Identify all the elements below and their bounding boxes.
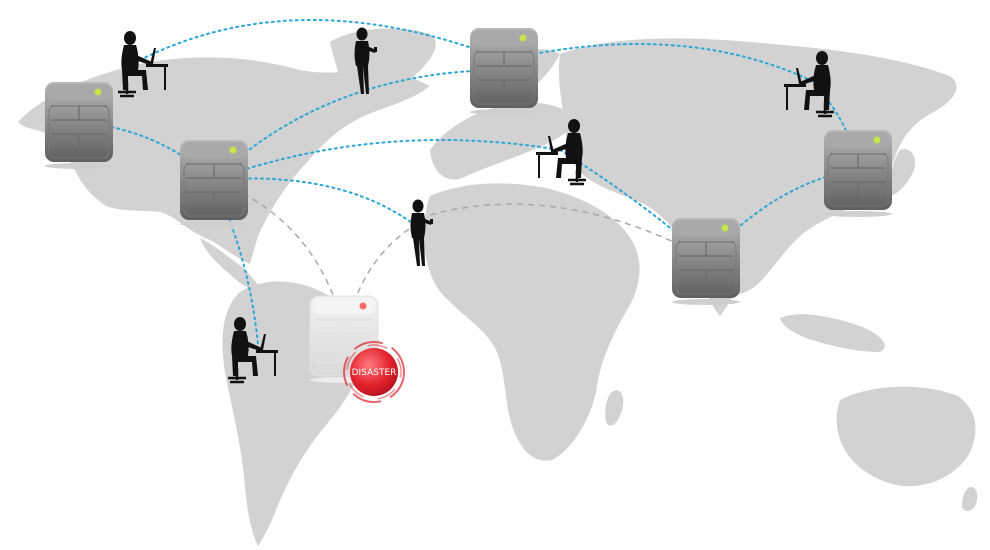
server-north-america-east[interactable] <box>179 139 249 228</box>
failed-status-led <box>359 302 367 310</box>
server-north-america-west[interactable] <box>44 81 114 170</box>
link-na-east-to-na-west <box>79 121 214 181</box>
new-zealand-landmass <box>962 486 978 512</box>
server-north-atlantic[interactable] <box>469 27 539 116</box>
asia-landmass <box>558 38 957 296</box>
madagascar-landmass <box>605 390 624 426</box>
japan-landmass <box>889 149 916 196</box>
africa-landmass <box>424 183 640 461</box>
link-europe-to-middle-east <box>559 149 707 259</box>
server-east-asia[interactable] <box>823 129 893 218</box>
server-middle-east[interactable] <box>671 217 741 306</box>
europe-landmass <box>430 102 580 180</box>
link-na-user-to-north-atlantic <box>139 19 506 61</box>
southeast-asia-islands <box>780 314 885 352</box>
disaster-badge: DISASTER <box>343 341 405 403</box>
failed-link-middle-east <box>429 203 707 259</box>
australia-landmass <box>836 386 976 487</box>
link-na-east-to-europe <box>212 139 561 181</box>
disaster-label: DISASTER <box>352 368 397 378</box>
link-north-atlantic-to-asia-user <box>504 43 811 81</box>
